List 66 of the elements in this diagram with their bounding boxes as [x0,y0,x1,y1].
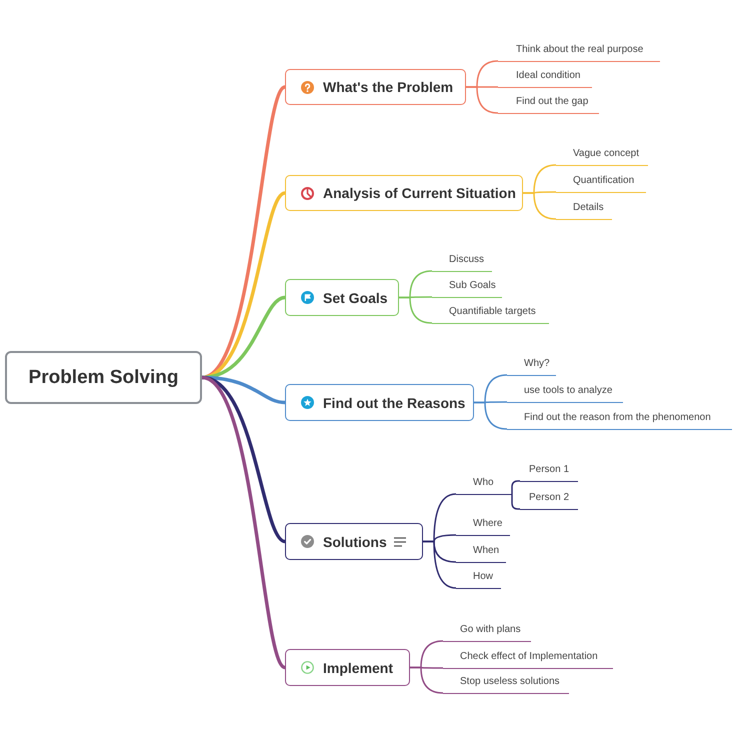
branch-line [201,376,286,669]
subtopic-label: Sub Goals [449,278,497,292]
topic-label: Solutions [323,534,387,550]
central-topic-box [5,351,202,404]
subtopic-label: Stop useless solutions [460,674,561,688]
subtopic-item [432,304,549,324]
connector-line [511,480,520,494]
subtopic-label: Ideal condition [516,68,582,82]
subtopic-item [456,570,501,589]
subtopic-label: Vague concept [573,146,640,160]
subtopic-label: Where [473,516,504,530]
subtopic-item [432,252,492,272]
subtopic-item [432,278,502,298]
subtopic-item [456,516,510,536]
connector-line [423,540,456,589]
subtopic-label: Find out the reason from the phenomenon [524,410,712,424]
topic-box [285,649,410,686]
subtopic-label: Details [573,200,605,214]
branch-line [202,296,286,380]
topic-label: What's the Problem [323,79,454,95]
subtopic-label: Quantification [573,174,636,187]
subtopic-label: Why? [524,356,551,370]
subtopic-label: How [473,570,494,583]
subtopic-item [443,622,531,642]
topic-box [285,384,474,421]
subtopic-label: Quantifiable targets [449,304,537,318]
topic-label: Set Goals [323,290,388,306]
subtopic-item [507,356,556,376]
subtopic-item [443,650,613,669]
subtopic-label: Think about the real purpose [516,42,644,56]
topic-label: Find out the Reasons [323,394,466,410]
subtopic-label: Person 1 [529,462,570,476]
subtopic-item [443,674,569,694]
topic-label: Analysis of Current Situation [323,185,516,201]
subtopic-label: use tools to analyze [524,384,614,397]
connector-line [511,494,520,510]
topic-box [285,69,466,105]
subtopic-item [520,490,578,510]
subtopic-label: Discuss [449,252,486,266]
subtopic-item [498,42,660,62]
subtopic-item [498,68,592,88]
connector-line [410,666,444,694]
subtopic-item [456,544,506,563]
subtopic-item [556,200,612,220]
topic-box [285,279,399,316]
topic-box [285,523,423,560]
subtopic-item [507,384,623,403]
connector-line [466,86,498,114]
connector-line [474,402,508,430]
connector-line [399,296,432,324]
subtopic-label: Person 2 [529,490,570,504]
topic-box [285,175,523,211]
subtopic-label: When [473,544,500,557]
connector-line [523,192,556,220]
subtopic-item [556,174,646,193]
central-topic-label: Problem Solving [28,366,178,388]
subtopic-item [498,94,599,114]
subtopic-item [520,462,578,482]
subtopic-label: Find out the gap [516,94,590,108]
subtopic-item [507,410,732,430]
subtopic-item [556,146,648,166]
subtopic-label: Check effect of Implementation [460,650,599,663]
topic-label: Implement [323,660,394,676]
subtopic-item [456,476,512,495]
subtopic-label: Go with plans [460,622,522,636]
subtopic-label: Who [473,476,495,489]
